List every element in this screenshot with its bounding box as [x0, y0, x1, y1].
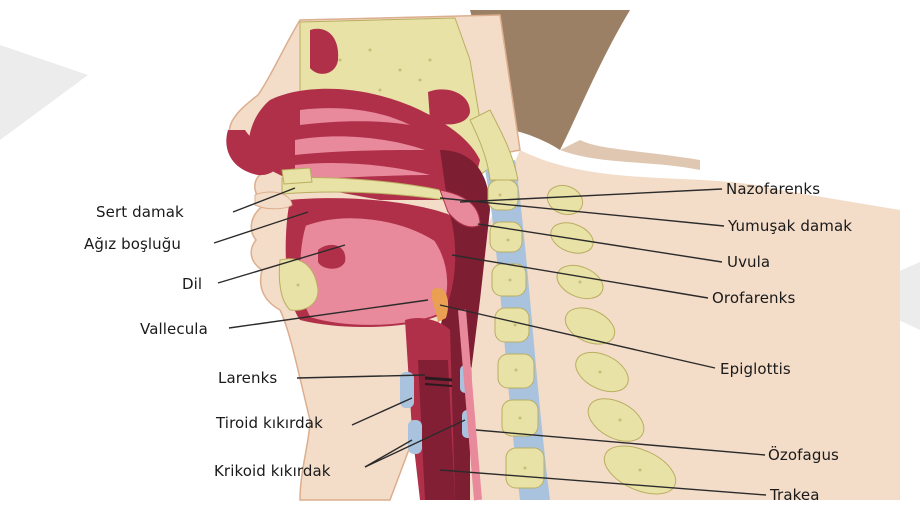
label-uvula: Uvula	[727, 253, 770, 271]
label-agiz-boslugu: Ağız boşluğu	[84, 235, 181, 253]
label-tiroid-kikirdak: Tiroid kıkırdak	[216, 414, 323, 432]
label-nazofarenks: Nazofarenks	[726, 180, 820, 198]
maxilla	[282, 168, 312, 184]
back-shadow-soft	[560, 140, 700, 170]
label-ozofagus: Özofagus	[768, 446, 839, 464]
label-dil: Dil	[182, 275, 202, 293]
vertebra-4	[495, 308, 529, 342]
label-vallecula: Vallecula	[140, 320, 208, 338]
label-sert-damak: Sert damak	[96, 203, 184, 221]
cartilage-cricoid	[408, 420, 422, 454]
label-yumusak-damak: Yumuşak damak	[728, 217, 852, 235]
label-larenks: Larenks	[218, 369, 277, 387]
label-trakea: Trakea	[770, 486, 820, 504]
watermark-left	[0, 45, 88, 140]
vocal-cord	[425, 378, 452, 380]
label-orofarenks: Orofarenks	[712, 289, 795, 307]
label-krikoid-kikirdak: Krikoid kıkırdak	[214, 462, 331, 480]
label-epiglottis: Epiglottis	[720, 360, 791, 378]
